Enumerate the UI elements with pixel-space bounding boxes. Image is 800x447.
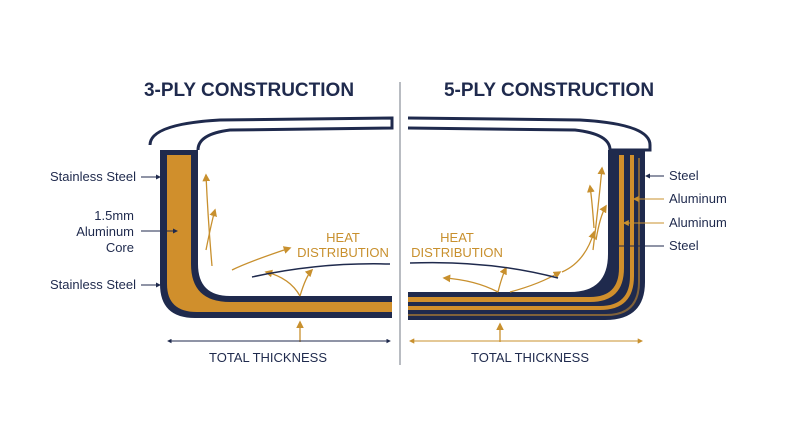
left-heat-label-line1: HEAT [326, 230, 360, 245]
right-thickness-label: TOTAL THICKNESS [471, 350, 589, 365]
label-aluminum-1: Aluminum [669, 191, 727, 206]
right-aluminum-layer-inner [408, 155, 624, 302]
right-heat-label-line1: HEAT [440, 230, 474, 245]
heat-arrow-right-1 [592, 166, 606, 251]
right-heat-surface-curve [409, 261, 559, 279]
right-heat-label-line2: DISTRIBUTION [411, 245, 503, 260]
heat-arrow-right-7 [509, 271, 562, 293]
label-core-line3: Core [106, 240, 134, 255]
left-thickness-label: TOTAL THICKNESS [209, 350, 327, 365]
heat-arrow-right-4 [561, 230, 596, 273]
heat-arrow-right-6 [497, 266, 507, 293]
right-pan-rim [407, 116, 652, 152]
heat-arrow-right-5 [442, 274, 499, 293]
label-steel-1: Steel [669, 168, 699, 183]
left-heat-surface-curve [251, 263, 391, 278]
heat-arrow-right-3 [595, 204, 607, 241]
heat-arrow-right-2 [587, 184, 595, 229]
label-stainless-steel-top: Stainless Steel [50, 169, 136, 184]
heat-arrow-left-3 [264, 269, 301, 297]
label-steel-2: Steel [669, 238, 699, 253]
label-aluminum-2: Aluminum [669, 215, 727, 230]
heat-arrow-left-4 [299, 268, 314, 297]
left-aluminum-core [167, 155, 392, 312]
heat-arrow-left-5 [231, 246, 292, 271]
left-pan-rim [148, 116, 394, 151]
left-title: 3-PLY CONSTRUCTION [144, 80, 354, 101]
heat-arrow-left-2 [205, 208, 217, 251]
left-heat-label-line2: DISTRIBUTION [297, 245, 389, 260]
heat-arrow-left-1 [202, 173, 213, 267]
label-stainless-steel-bottom: Stainless Steel [50, 277, 136, 292]
label-core-line1: 1.5mm [94, 208, 134, 223]
label-core-line2: Aluminum [76, 224, 134, 239]
right-title: 5-PLY CONSTRUCTION [444, 80, 654, 101]
